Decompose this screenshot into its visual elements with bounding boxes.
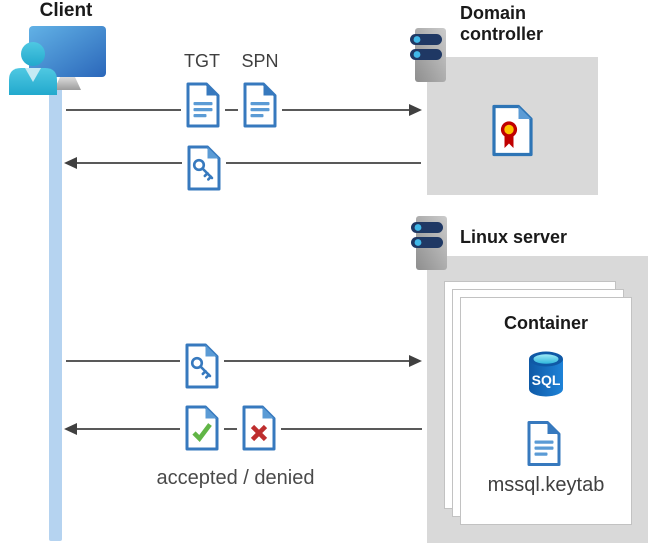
monitor-stand	[54, 77, 81, 90]
domain-controller-label: Domain controller	[460, 3, 544, 44]
service-ticket-key-document-icon	[180, 343, 224, 389]
arrow-dc-to-client-head-icon	[64, 157, 77, 169]
spn-document-icon	[238, 82, 282, 128]
accepted-check-document-icon	[180, 405, 224, 451]
arrow-dc-to-client-line	[76, 162, 421, 164]
domain-controller-server-icon	[410, 28, 446, 82]
sql-icon-label: SQL	[532, 372, 561, 388]
tgt-label: TGT	[184, 51, 220, 71]
container-label: Container	[503, 313, 588, 333]
certificate-icon	[492, 104, 533, 157]
arrow-client-to-linux-head-icon	[409, 355, 422, 367]
sql-database-icon: SQL	[529, 351, 563, 397]
keytab-document-icon	[527, 421, 561, 466]
client-label: Client	[39, 0, 93, 21]
person-collar	[25, 68, 41, 82]
ticket-key-document-icon	[182, 145, 226, 191]
keytab-label: mssql.keytab	[487, 474, 605, 496]
arrow-linux-to-client-head-icon	[64, 423, 77, 435]
spn-label: SPN	[241, 51, 279, 71]
linux-server-label: Linux server	[460, 227, 568, 247]
client-lifeline	[49, 84, 62, 541]
tgt-document-icon	[181, 82, 225, 128]
container-card-front	[460, 297, 632, 525]
linux-server-icon	[411, 216, 447, 270]
arrow-client-to-linux-line	[66, 360, 409, 362]
arrow-client-to-dc-head-icon	[409, 104, 422, 116]
person-head	[21, 42, 45, 66]
client-icon	[9, 26, 106, 95]
accepted-denied-label: accepted / denied	[156, 467, 315, 489]
denied-cross-document-icon	[237, 405, 281, 451]
monitor-screen	[29, 26, 106, 77]
